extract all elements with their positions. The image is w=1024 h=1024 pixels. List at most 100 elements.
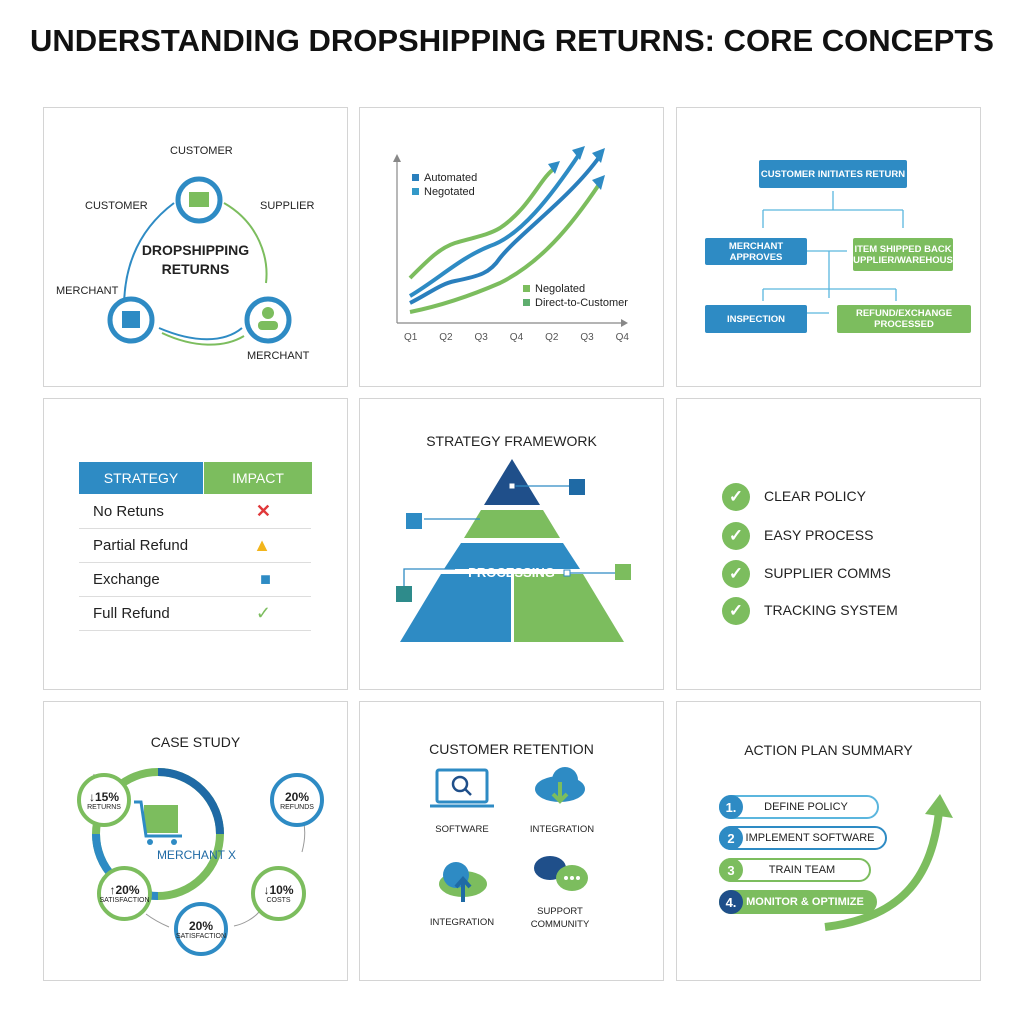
table-row: Partial Refund ▲: [79, 529, 311, 563]
step-label: DEFINE POLICY: [764, 801, 848, 813]
cycle-center-label: DROPSHIPPING RETURNS: [141, 242, 250, 277]
row-label: Partial Refund: [93, 537, 189, 554]
legend-bottom: Negolated Direct-to-Customer: [523, 282, 628, 310]
series-line: [409, 154, 602, 305]
cycle-arrows: [107, 176, 292, 346]
label-merchant-bottom: MERCHANT: [247, 350, 310, 362]
pyramid: [396, 459, 631, 642]
legend-item: Automated: [424, 172, 478, 184]
growth-arrow: [824, 794, 953, 931]
envelope-icon: [189, 192, 209, 207]
metric-value: ↓10%: [263, 883, 294, 897]
retention-item-label: INTEGRATION: [429, 917, 495, 928]
panel-flowchart: CUSTOMER INITIATES RETURN MERCHANT APPRO…: [676, 107, 981, 387]
legend-top: Automated Negotated: [412, 171, 477, 199]
label-customer-left: CUSTOMER: [85, 200, 148, 212]
step-label: MONITOR & OPTIMIZE: [746, 896, 864, 908]
case-study-title: CASE STUDY: [150, 734, 241, 750]
x-tick: Q2: [439, 332, 453, 343]
pyramid-level-label: PROCESSING: [468, 565, 555, 580]
metric-label: SATISFACTION: [175, 932, 227, 940]
legend-item: Direct-to-Customer: [535, 297, 628, 309]
flow-connectors: [762, 191, 904, 314]
action-step: 3 TRAIN TEAM: [719, 858, 871, 882]
panel-case-study: CASE STUDY MERCHANT X ↓15%RETURNS 20%REF…: [43, 701, 348, 981]
triangle-icon: ▲: [253, 535, 271, 555]
pyramid-level: [464, 510, 560, 538]
pyramid-level: [444, 543, 580, 569]
box-icon: [122, 311, 140, 328]
cart-icon: [144, 805, 178, 833]
step-label: TRAIN TEAM: [768, 864, 836, 876]
x-tick: Q3: [474, 332, 488, 343]
checklist-item: SUPPLIER COMMS: [764, 565, 891, 581]
case-study-center-label: MERCHANT X: [156, 848, 237, 862]
metric-refunds: 20%REFUNDS: [270, 773, 324, 827]
flow-step-customer-initiates: CUSTOMER INITIATES RETURN: [759, 160, 907, 188]
action-step: 4.MONITOR & OPTIMIZE: [719, 890, 877, 914]
series-line: [409, 181, 602, 314]
x-tick: Q4: [509, 332, 524, 343]
row-label: No Retuns: [93, 503, 164, 520]
person-icon: [262, 307, 274, 319]
metric-label: SATISFACTION: [99, 897, 150, 904]
flow-step-item-shipped: ITEM SHIPPED BACK (SUPPLIER/WAREHOUSE): [844, 238, 962, 271]
supplier-node: [244, 296, 292, 344]
series-line: [408, 166, 557, 280]
retention-icons: [430, 767, 588, 902]
metric-value: 20%: [188, 918, 214, 933]
x-tick: Q1: [404, 332, 418, 343]
metric-costs: ↓10%COSTS: [251, 866, 306, 921]
label-supplier: SUPPLIER: [260, 200, 315, 212]
table-row: No Retuns ✕: [79, 495, 311, 529]
panel-strategy-table: STRATEGY IMPACT No Retuns ✕ Partial Refun…: [43, 398, 348, 690]
laptop-search-icon: [430, 768, 494, 808]
cloud-upload-icon: [439, 862, 487, 902]
framework-title: STRATEGY FRAMEWORK: [426, 433, 597, 449]
check-icon: ✓: [722, 560, 750, 588]
metric-satisfaction: ↑20%SATISFACTION: [97, 866, 152, 921]
x-tick: Q3: [580, 332, 594, 343]
legend-item: Negolated: [535, 283, 586, 295]
panel-trend-chart: Automated Negotated Negolated Direct-to-…: [359, 107, 664, 387]
label-merchant-left: MERCHANT: [56, 285, 119, 297]
step-number: 3: [719, 858, 743, 882]
panel-strategy-framework: STRATEGY FRAMEWORK PROCESSING: [359, 398, 664, 690]
row-label: Full Refund: [93, 605, 170, 622]
checklist-item: TRACKING SYSTEM: [764, 602, 898, 618]
metric-value: ↑20%: [109, 883, 140, 897]
metric-value: 20%: [284, 789, 310, 804]
check-icon: ✓: [722, 522, 750, 550]
action-plan-title: ACTION PLAN SUMMARY: [744, 742, 913, 758]
metric-satisfaction-2: 20%SATISFACTION: [174, 902, 228, 956]
chat-bubbles-icon: [534, 856, 588, 891]
step-number: 1.: [719, 795, 743, 819]
x-icon: ✕: [255, 501, 271, 521]
retention-item-label: INTEGRATION: [529, 824, 595, 835]
panel-cycle: DROPSHIPPING RETURNS CUSTOMER CUSTOMER S…: [43, 107, 348, 387]
metric-value: ↓15%: [88, 789, 120, 804]
flow-step-inspection: INSPECTION: [705, 305, 807, 333]
x-tick: Q2: [545, 332, 559, 343]
flow-step-refund-processed: REFUND/EXCHANGE PROCESSED: [837, 305, 971, 333]
metric-label: RETURNS: [87, 803, 121, 811]
column-header-impact: IMPACT: [204, 462, 312, 494]
trend-lines: [393, 146, 628, 327]
metric-returns: ↓15%RETURNS: [77, 773, 131, 827]
retention-item-label: SOFTWARE: [435, 824, 489, 835]
square-icon: ■: [260, 569, 271, 589]
check-icon: ✓: [722, 483, 750, 511]
step-number: 4.: [719, 890, 743, 914]
checklist-item: EASY PROCESS: [764, 527, 874, 543]
table-row: Exchange■: [79, 563, 311, 597]
page-title: UNDERSTANDING DROPSHIPPING RETURNS: CORE…: [30, 23, 994, 58]
series-line: [408, 151, 582, 298]
checklist-item: CLEAR POLICY: [764, 488, 866, 504]
pyramid-level: [514, 574, 624, 642]
column-header-strategy: STRATEGY: [79, 462, 203, 494]
flow-step-merchant-approves: MERCHANT APPROVES: [705, 238, 807, 265]
retention-item-label: SUPPORT COMMUNITY: [530, 906, 590, 930]
cloud-download-icon: [535, 767, 585, 804]
